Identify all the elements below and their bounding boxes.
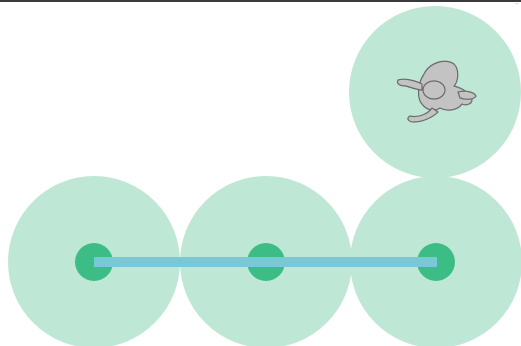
window-top-border — [0, 0, 521, 2]
path-connector-overlay — [94, 257, 437, 267]
corner-glyph: ⁻ — [514, 0, 519, 9]
person-topdown-icon[interactable] — [396, 60, 477, 123]
